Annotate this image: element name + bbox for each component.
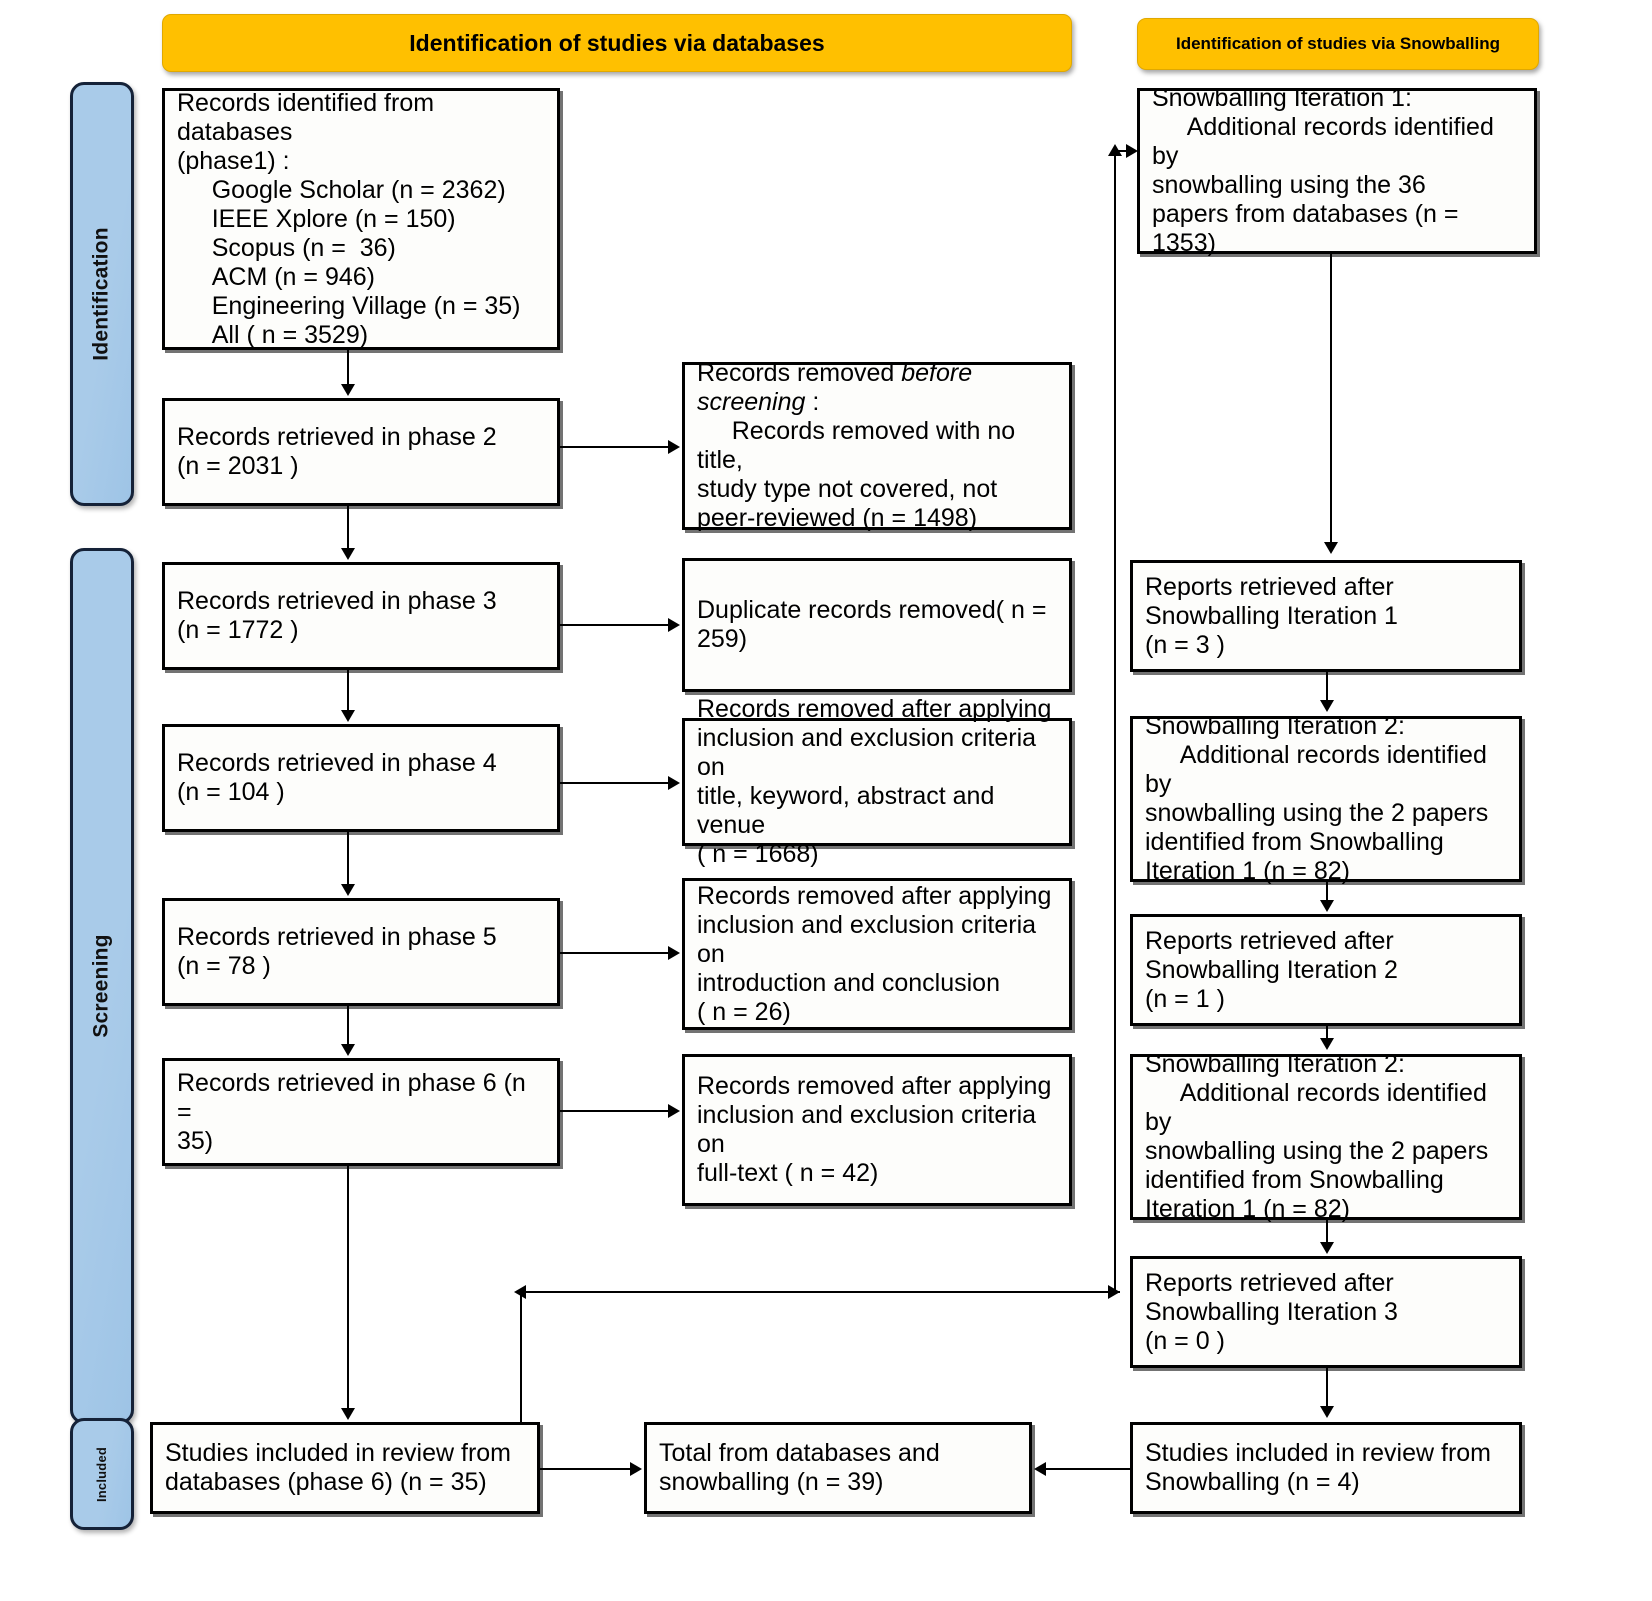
box-reports-after-iteration-1: Reports retrieved after Snowballing Iter… (1130, 560, 1522, 672)
box-records-identified: Records identified from databases (phase… (162, 88, 560, 350)
connector-phase3-to-phase4 (347, 670, 349, 712)
arrowhead-phase5-to-phase6 (341, 1044, 355, 1056)
box-included-from-snowballing: Studies included in review from Snowball… (1130, 1422, 1522, 1514)
connector-included-db-to-total (540, 1468, 630, 1470)
connector-reports1-to-iteration2 (1326, 672, 1328, 702)
removed-before-screening-italic-before: before (901, 359, 973, 387)
arrowhead-phase3-to-phase4 (341, 710, 355, 722)
arrowhead-phase4-to-criteria-title (668, 776, 680, 790)
arrowhead-phase6-to-included (341, 1408, 355, 1420)
box-snowballing-iteration-1: Snowballing Iteration 1: Additional reco… (1137, 84, 1537, 257)
arrowhead-iteration1-to-reports1 (1324, 542, 1338, 554)
removed-before-screening-pre: Records removed (697, 359, 902, 387)
rail-included-label: Included (94, 1446, 110, 1502)
box-snowballing-iteration-2: Snowballing Iteration 2: Additional reco… (1130, 712, 1522, 885)
box-removed-before-screening: Records removed before screening : Recor… (682, 359, 1072, 533)
connector-snowballing-feedback-horizontal (520, 1291, 1120, 1293)
connector-reports3-to-included-snowballing (1326, 1368, 1328, 1410)
connector-phase4-to-criteria-title (560, 782, 668, 784)
rail-screening-label: Screening (90, 934, 113, 1038)
box-reports-after-iteration-2: Reports retrieved after Snowballing Iter… (1130, 914, 1522, 1026)
box-removed-criteria-intro: Records removed after applying inclusion… (682, 878, 1072, 1030)
connector-phase6-to-included (347, 1166, 349, 1410)
arrowhead-reports1-to-iteration2 (1320, 700, 1334, 712)
box-snowballing-iteration-3: Snowballing Iteration 2: Additional reco… (1130, 1050, 1522, 1223)
box-duplicates-removed-text: Duplicate records removed( n = 259) (697, 596, 1047, 653)
connector-phase3-to-duplicates (560, 624, 668, 626)
connector-reports2-to-iteration3 (1326, 1026, 1328, 1042)
arrowhead-reports2-to-iteration3 (1320, 1038, 1334, 1050)
box-removed-criteria-fulltext: Records removed after applying inclusion… (682, 1054, 1072, 1206)
box-removed-criteria-title: Records removed after applying inclusion… (682, 695, 1072, 868)
arrowhead-included-snowballing-to-total (1034, 1462, 1046, 1476)
box-total-text: Total from databases and snowballing (n … (659, 1439, 940, 1496)
box-included-from-databases: Studies included in review from database… (150, 1422, 540, 1514)
arrowhead-phase5-to-criteria-intro (668, 946, 680, 960)
box-phase-4: Records retrieved in phase 4 (n = 104 ) (162, 724, 560, 832)
box-reports-after-iteration-3-text: Reports retrieved after Snowballing Iter… (1145, 1268, 1398, 1355)
arrowhead-phase2-to-phase3 (341, 548, 355, 560)
connector-included-snowballing-to-total (1046, 1468, 1132, 1470)
connector-identified-to-phase2 (347, 350, 349, 386)
box-included-from-databases-text: Studies included in review from database… (165, 1439, 511, 1496)
box-snowballing-iteration-2-text: Snowballing Iteration 2: Additional reco… (1145, 712, 1489, 885)
box-removed-criteria-intro-text: Records removed after applying inclusion… (697, 881, 1052, 1026)
box-phase-2: Records retrieved in phase 2 (n = 2031 ) (162, 398, 560, 506)
box-phase-6: Records retrieved in phase 6 (n = 35) (162, 1058, 560, 1166)
arrowhead-feedback-right (1108, 1285, 1120, 1299)
rail-identification: Identification (70, 82, 134, 506)
box-reports-after-iteration-3: Reports retrieved after Snowballing Iter… (1130, 1256, 1522, 1368)
arrowhead-phase6-to-criteria-fulltext (668, 1104, 680, 1118)
arrowhead-identified-to-phase2 (341, 384, 355, 396)
banner-databases-label: Identification of studies via databases (409, 29, 825, 56)
removed-before-screening-post: : Records removed with no title, study t… (697, 388, 1016, 532)
box-snowballing-iteration-1-text: Snowballing Iteration 1: Additional reco… (1152, 84, 1494, 257)
box-phase-5: Records retrieved in phase 5 (n = 78 ) (162, 898, 560, 1006)
arrowhead-rail-top (1108, 144, 1122, 156)
removed-before-screening-italic-screening: screening (697, 388, 806, 416)
banner-databases: Identification of studies via databases (162, 14, 1072, 72)
box-phase-3: Records retrieved in phase 3 (n = 1772 ) (162, 562, 560, 670)
box-total-databases-snowballing: Total from databases and snowballing (n … (644, 1422, 1032, 1514)
box-reports-after-iteration-2-text: Reports retrieved after Snowballing Iter… (1145, 926, 1398, 1013)
box-records-identified-text: Records identified from databases (phase… (177, 88, 521, 349)
connector-phase4-to-phase5 (347, 832, 349, 886)
arrowhead-included-db-to-total (630, 1462, 642, 1476)
banner-snowballing: Identification of studies via Snowballin… (1137, 18, 1539, 70)
connector-rail-to-snowballing-horizontal (1114, 150, 1130, 152)
box-phase-2-text: Records retrieved in phase 2 (n = 2031 ) (177, 423, 497, 480)
arrowhead-to-snowballing-iteration-1 (1126, 144, 1138, 158)
connector-iteration1-to-reports1 (1330, 254, 1332, 544)
box-included-from-snowballing-text: Studies included in review from Snowball… (1145, 1439, 1491, 1496)
rail-screening: Screening (70, 548, 134, 1424)
arrowhead-phase3-to-duplicates (668, 618, 680, 632)
connector-iteration2-to-reports2 (1326, 882, 1328, 902)
box-duplicates-removed: Duplicate records removed( n = 259) (682, 558, 1072, 692)
rail-included: Included (70, 1418, 134, 1530)
box-phase-4-text: Records retrieved in phase 4 (n = 104 ) (177, 749, 497, 806)
arrowhead-iteration2-to-reports2 (1320, 900, 1334, 912)
connector-feedback-down-to-total (520, 1291, 522, 1423)
box-reports-after-iteration-1-text: Reports retrieved after Snowballing Iter… (1145, 572, 1398, 659)
box-phase-3-text: Records retrieved in phase 3 (n = 1772 ) (177, 587, 497, 644)
rail-identification-label: Identification (90, 227, 113, 361)
connector-phase2-to-removed (560, 446, 668, 448)
arrowhead-phase4-to-phase5 (341, 884, 355, 896)
arrowhead-phase2-to-removed (668, 440, 680, 454)
connector-phase5-to-criteria-intro (560, 952, 668, 954)
box-removed-criteria-fulltext-text: Records removed after applying inclusion… (697, 1072, 1052, 1187)
box-phase-6-text: Records retrieved in phase 6 (n = 35) (177, 1068, 526, 1155)
box-phase-5-text: Records retrieved in phase 5 (n = 78 ) (177, 923, 497, 980)
arrowhead-reports3-to-included-snowballing (1320, 1406, 1334, 1418)
connector-rail-to-snowballing-vertical (1114, 150, 1116, 1292)
box-removed-criteria-title-text: Records removed after applying inclusion… (697, 695, 1052, 868)
box-removed-before-screening-text: Records removed before screening : Recor… (697, 359, 1057, 533)
arrowhead-iteration3-to-reports3 (1320, 1242, 1334, 1254)
box-snowballing-iteration-3-text: Snowballing Iteration 2: Additional reco… (1145, 1050, 1489, 1223)
connector-phase6-to-criteria-fulltext (560, 1110, 668, 1112)
banner-snowballing-label: Identification of studies via Snowballin… (1176, 34, 1500, 54)
connector-phase5-to-phase6 (347, 1006, 349, 1046)
connector-iteration3-to-reports3 (1326, 1220, 1328, 1244)
connector-phase2-to-phase3 (347, 506, 349, 550)
